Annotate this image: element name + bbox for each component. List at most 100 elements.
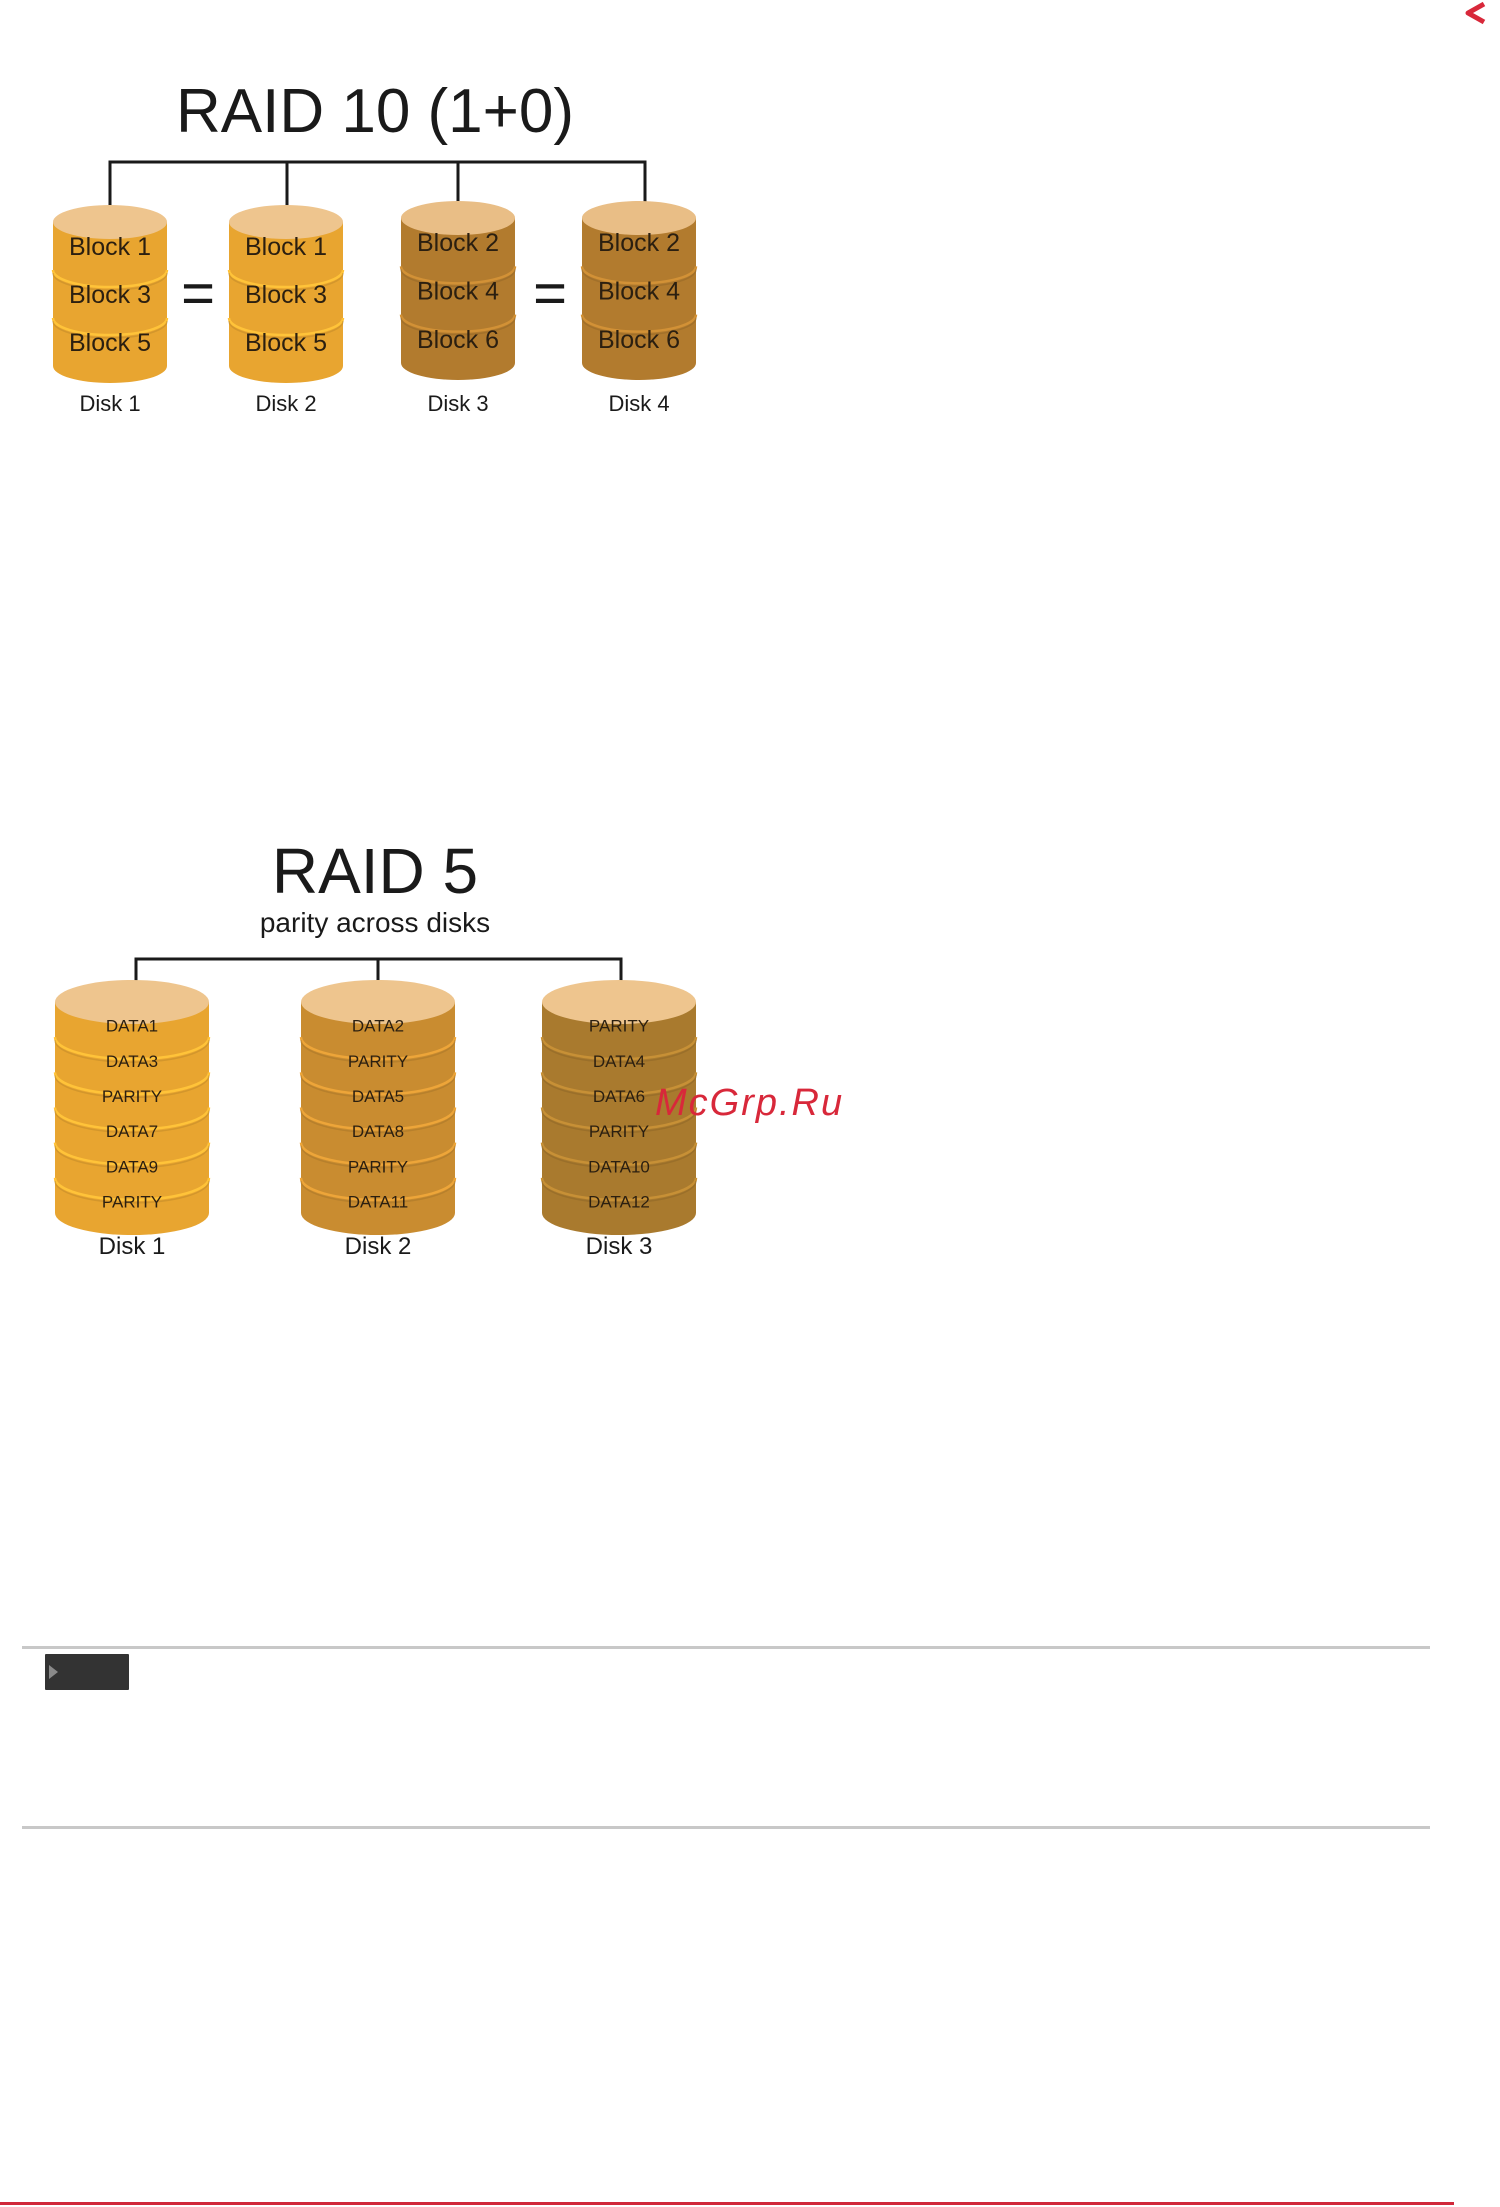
raid5-block-label: PARITY <box>102 1087 162 1106</box>
raid5-block-label: PARITY <box>589 1122 649 1141</box>
divider-top <box>22 1646 1430 1649</box>
raid-diagram: RAID 10 (1+0) Block 1 Block 3 Block 5 Disk … <box>51 77 842 1260</box>
raid5-disk-body <box>542 1002 696 1235</box>
raid10-block-label: Block 6 <box>417 326 499 354</box>
raid10-segment-line <box>580 314 698 333</box>
raid5-block-label: DATA3 <box>106 1052 158 1071</box>
raid10-segment-line <box>399 266 517 285</box>
raid5-segment-shadow <box>54 1145 210 1169</box>
raid5-disk-body <box>301 1002 455 1235</box>
raid5-segment-line <box>540 1177 698 1202</box>
raid10-segment-shadow <box>400 269 516 288</box>
raid10-disk-label: Disk 1 <box>79 391 140 416</box>
raid10-disk-body <box>229 222 343 383</box>
raid5-subtitle: parity across disks <box>260 907 490 938</box>
raid5-block-label: PARITY <box>589 1017 649 1036</box>
raid5-disk-body <box>55 1002 209 1235</box>
raid5-segment-line <box>540 1037 698 1061</box>
raid5-block-label: DATA8 <box>352 1122 404 1141</box>
raid10-segment-line <box>399 314 517 333</box>
raid10-segment-shadow <box>52 320 168 339</box>
note-tag <box>45 1654 129 1690</box>
raid10-disk-top <box>53 205 167 239</box>
divider-bottom <box>22 1826 1430 1829</box>
raid5-segment-shadow <box>300 1040 456 1063</box>
raid5-disk-top <box>301 980 455 1024</box>
raid5-segment-shadow <box>54 1180 210 1204</box>
raid5-block-label: DATA6 <box>593 1087 645 1106</box>
raid10-segment-shadow <box>581 269 697 288</box>
raid10-disk-label: Disk 3 <box>427 391 488 416</box>
raid5-block-label: DATA11 <box>348 1192 408 1211</box>
raid10-segment-shadow <box>52 272 168 291</box>
raid10-block-label: Block 3 <box>245 281 327 309</box>
chevron-left-icon[interactable] <box>1462 0 1492 26</box>
raid10-block-label: Block 5 <box>245 329 327 357</box>
raid5-segment-line <box>53 1107 211 1131</box>
raid10-segment-line <box>580 266 698 285</box>
raid10-block-label: Block 4 <box>598 278 680 306</box>
raid10-segment-line <box>227 317 345 337</box>
raid10-segment-shadow <box>228 320 344 339</box>
raid5-segment-shadow <box>541 1180 697 1204</box>
raid10-disk-body <box>53 222 167 383</box>
raid10-title: RAID 10 (1+0) <box>176 77 574 146</box>
raid5-segment-shadow <box>54 1075 210 1099</box>
raid5-segment-shadow <box>54 1110 210 1134</box>
raid5-segment-line <box>540 1107 698 1131</box>
mirror-equals-sign-1: = <box>181 261 215 326</box>
raid10-disk-3: Block 2 Block 4 Block 6 Disk 3 <box>399 201 517 416</box>
raid5-block-label: PARITY <box>348 1052 408 1071</box>
raid5-block-label: DATA12 <box>588 1192 650 1211</box>
raid10-disk-body <box>401 218 515 380</box>
raid5-segment-line <box>540 1072 698 1096</box>
raid10-disk-top <box>229 205 343 239</box>
raid5-block-label: DATA2 <box>352 1017 404 1036</box>
raid5-disk-top <box>55 980 209 1024</box>
raid5-block-label: DATA4 <box>593 1052 645 1071</box>
raid5-segment-line <box>299 1037 457 1061</box>
raid10-block-label: Block 1 <box>69 233 151 261</box>
raid10-connector-lines <box>108 160 647 222</box>
raid5-segment-line <box>299 1072 457 1096</box>
raid5-title: RAID 5 <box>272 835 478 907</box>
raid10-block-label: Block 2 <box>417 229 499 257</box>
mirror-equals-sign-2: = <box>533 261 567 326</box>
raid5-segment-shadow <box>541 1145 697 1169</box>
raid5-segment-shadow <box>541 1040 697 1063</box>
raid10-block-label: Block 6 <box>598 326 680 354</box>
raid5-segment-shadow <box>300 1145 456 1169</box>
raid5-disk-label: Disk 1 <box>99 1233 166 1260</box>
raid10-block-label: Block 4 <box>417 278 499 306</box>
raid5-segment-shadow <box>541 1075 697 1099</box>
raid10-connector <box>108 160 647 222</box>
raid5-segment-line <box>53 1142 211 1166</box>
raid10-disk-top <box>401 201 515 235</box>
raid10-segment-line <box>227 269 345 289</box>
raid5-segment-line <box>299 1107 457 1131</box>
raid5-segment-line <box>299 1142 457 1166</box>
raid10-segment-shadow <box>228 272 344 291</box>
raid10-block-label: Block 5 <box>69 329 151 357</box>
raid10-disk-body <box>582 218 696 380</box>
raid5-segment-line <box>53 1177 211 1202</box>
raid10-disk-label: Disk 2 <box>255 391 316 416</box>
raid10-block-label: Block 3 <box>69 281 151 309</box>
raid10-segment-shadow <box>581 317 697 336</box>
raid5-segment-shadow <box>54 1040 210 1063</box>
raid5-segment-shadow <box>300 1110 456 1134</box>
raid5-segment-line <box>53 1072 211 1096</box>
raid10-segment-line <box>51 269 169 289</box>
raid5-disk-label: Disk 2 <box>345 1233 412 1260</box>
raid5-segment-line <box>53 1037 211 1061</box>
raid5-segment-shadow <box>300 1075 456 1099</box>
raid10-segment-line <box>51 317 169 337</box>
raid5-segment-shadow <box>300 1180 456 1204</box>
raid10-block-label: Block 2 <box>598 229 680 257</box>
